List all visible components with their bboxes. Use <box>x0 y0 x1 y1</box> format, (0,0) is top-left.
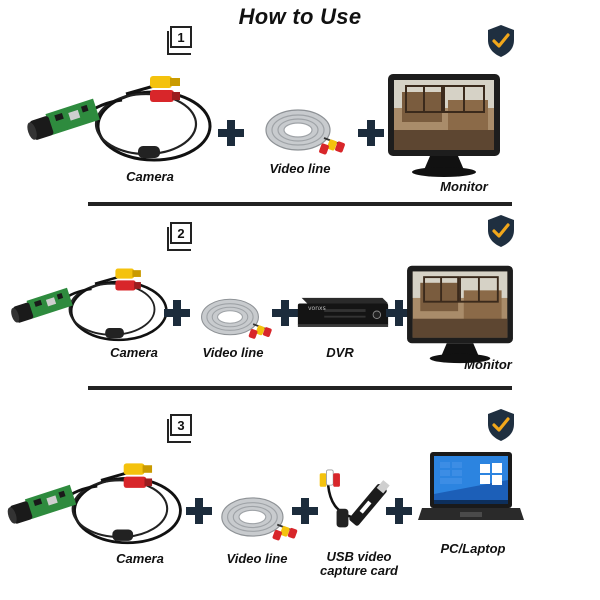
dvr-brand-text: vonxs <box>308 305 326 312</box>
plus-icon <box>272 300 298 326</box>
monitor-image <box>402 262 518 366</box>
step-2: 2 Camera Video line vonxs DVR Monitor <box>0 0 600 372</box>
divider <box>88 386 512 390</box>
label-camera: Camera <box>116 551 164 566</box>
step-number-2: 2 <box>167 222 192 251</box>
plus-icon <box>386 498 412 524</box>
video-line-image <box>198 290 278 344</box>
label-video-line: Video line <box>226 551 288 566</box>
divider <box>88 202 512 206</box>
camera-image <box>6 452 196 556</box>
label-monitor: Monitor <box>464 357 512 372</box>
label-usb-capture-card: USB video capture card <box>319 549 399 578</box>
laptop-image <box>416 450 526 530</box>
check-shield-icon <box>486 214 516 248</box>
label-video-line: Video line <box>269 161 331 176</box>
page-title: How to Use <box>238 4 362 29</box>
label-camera: Camera <box>126 169 174 184</box>
label-monitor: Monitor <box>440 179 488 194</box>
label-dvr: DVR <box>326 345 354 360</box>
step-number-1: 1 <box>167 26 192 55</box>
camera-image <box>10 258 180 352</box>
usb-capture-card-image <box>318 466 394 538</box>
label-video-line: Video line <box>202 345 264 360</box>
label-camera: Camera <box>110 345 158 360</box>
plus-icon <box>358 120 384 146</box>
plus-icon <box>386 300 412 326</box>
step-3: 3 Camera Video line USB video capture ca… <box>0 0 600 578</box>
plus-icon <box>186 498 212 524</box>
check-shield-icon <box>486 408 516 442</box>
label-pc-laptop: PC/Laptop <box>440 541 506 556</box>
plus-icon <box>164 300 190 326</box>
step-1: 1 Camera Video line Monitor <box>0 0 600 194</box>
plus-icon <box>292 498 318 524</box>
step-number-3: 3 <box>167 414 192 443</box>
plus-icon <box>218 120 244 146</box>
